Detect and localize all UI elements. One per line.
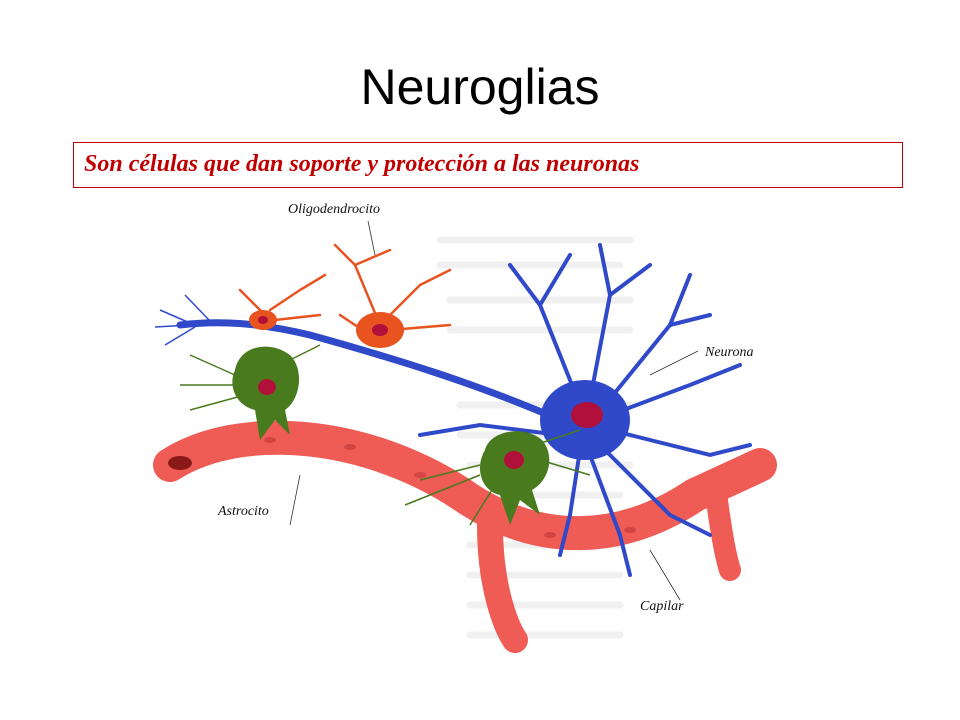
capillary-branch-right bbox=[704, 474, 741, 581]
subtitle-box: Son células que dan soporte y protección… bbox=[73, 142, 903, 188]
oligodendrocyte-cell-1 bbox=[333, 243, 452, 348]
neuron-nucleus bbox=[571, 402, 603, 428]
capillary-cells bbox=[264, 437, 636, 538]
neuron-dendrites bbox=[418, 243, 752, 577]
neuroglia-diagram: Oligodendrocito Neurona Astrocito Capila… bbox=[153, 202, 777, 653]
oligodendrocytes bbox=[238, 243, 452, 348]
astrocyte-cell-1 bbox=[180, 344, 321, 440]
label-leader-lines bbox=[289, 220, 699, 601]
label-oligodendrocyte: Oligodendrocito bbox=[288, 202, 380, 217]
astrocytes bbox=[180, 344, 591, 526]
neuron bbox=[154, 243, 752, 577]
label-capillary: Capilar bbox=[640, 599, 684, 614]
neuron-axon bbox=[176, 319, 564, 424]
capillary-vessel bbox=[153, 420, 777, 551]
label-astrocyte: Astrocito bbox=[217, 504, 269, 519]
capillary-opening bbox=[168, 456, 192, 470]
capillary-branch-down bbox=[477, 512, 528, 653]
label-neuron: Neurona bbox=[704, 345, 753, 360]
subtitle-text: Son células que dan soporte y protección… bbox=[84, 151, 640, 177]
oligodendrocyte-cell-2 bbox=[238, 273, 327, 330]
astrocyte-cell-2 bbox=[404, 429, 591, 526]
axon-terminals bbox=[154, 294, 211, 346]
capillary bbox=[153, 420, 777, 653]
page-title: Neuroglias bbox=[360, 59, 600, 115]
